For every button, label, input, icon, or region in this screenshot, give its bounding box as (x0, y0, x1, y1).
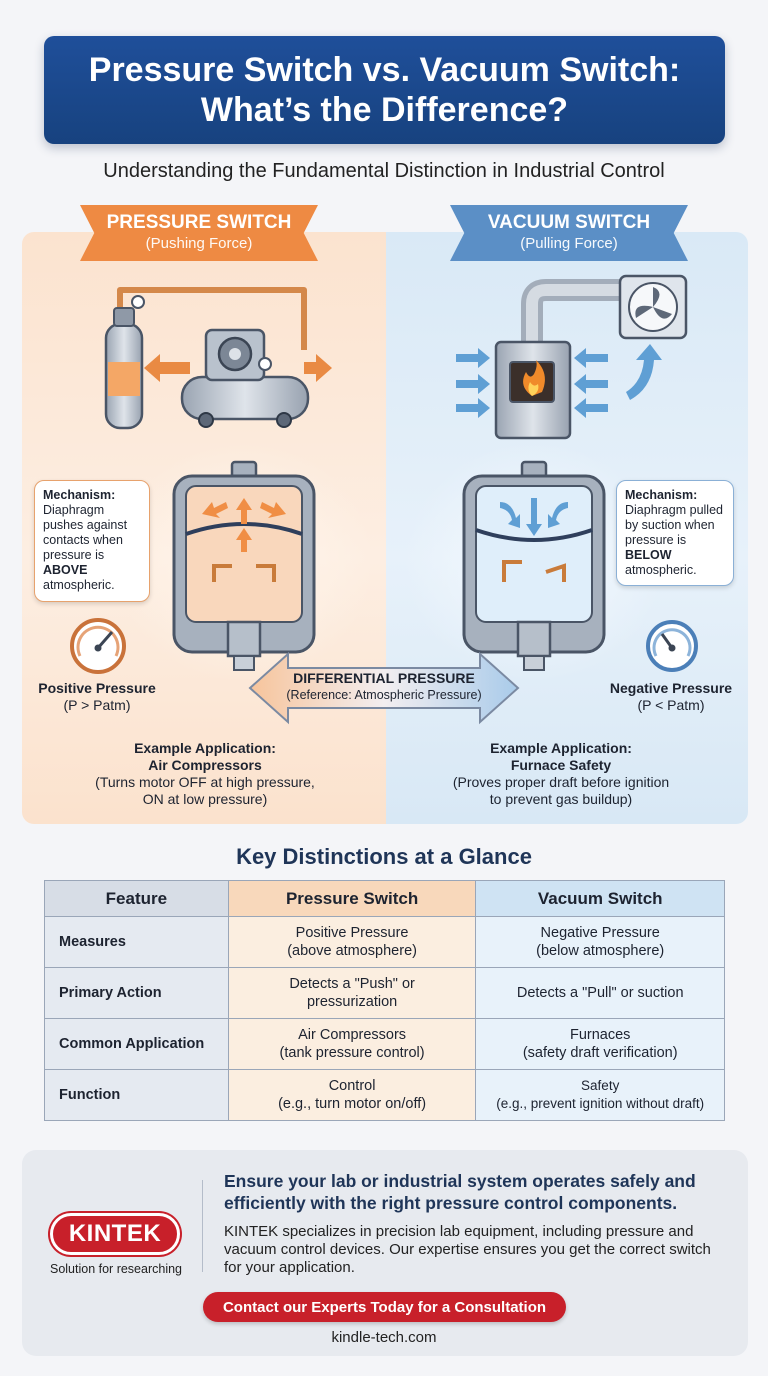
vacuum-force: (Pulling Force) (520, 235, 618, 252)
table-row: Primary Action Detects a "Push" or pressu… (44, 967, 725, 1019)
vacuum-diaphragm-switch-icon (462, 460, 606, 671)
row-vacuum-cell: Negative Pressure (below atmosphere) (475, 916, 725, 968)
subtitle: Understanding the Fundamental Distinctio… (103, 160, 665, 182)
vacuum-application: Example Application: Furnace Safety (Pro… (414, 740, 708, 808)
cell-line: (e.g., prevent ignition without draft) (496, 1096, 705, 1111)
vacuum-title: VACUUM SWITCH (487, 212, 651, 233)
vacuum-mechanism-tail: atmospheric. (625, 563, 697, 577)
row-feature: Primary Action (44, 967, 229, 1019)
comparison-table: Feature Pressure Switch Vacuum Switch Me… (44, 880, 725, 1121)
vacuum-mechanism-text: Diaphragm pulled by suction when pressur… (625, 503, 723, 547)
cell-line: Detects a "Pull" or suction (516, 985, 684, 1001)
furnace-icon (494, 340, 572, 440)
pressure-application: Example Application: Air Compressors (Tu… (60, 740, 350, 808)
positive-pressure-formula: (P > Patm) (63, 697, 131, 713)
pressure-gauge-icon (70, 618, 126, 674)
pressure-mechanism-text: Diaphragm pushes against contacts when p… (43, 503, 128, 562)
title-line-2: What’s the Difference? (200, 91, 569, 129)
pressure-mechanism-heading: Mechanism: (43, 488, 116, 502)
row-feature: Function (44, 1069, 229, 1121)
air-compressor-icon (180, 328, 310, 428)
differential-pressure-reference: (Reference: Atmospheric Pressure) (286, 688, 482, 702)
cell-line: Control (328, 1078, 376, 1094)
exhaust-duct (521, 279, 620, 352)
vacuum-gauge-icon (646, 620, 698, 672)
row-vacuum-cell: Safety (e.g., prevent ignition without dr… (475, 1069, 725, 1121)
pressure-ribbon: PRESSURE SWITCH (Pushing Force) (80, 205, 318, 261)
negative-pressure-formula: (P < Patm) (637, 697, 705, 713)
cell-line: (e.g., turn motor on/off) (278, 1096, 427, 1112)
pressure-mechanism-callout: Mechanism: Diaphragm pushes against cont… (34, 480, 150, 602)
vacuum-app-desc-1: (Proves proper draft before ignition (452, 774, 670, 790)
footer-headline: Ensure your lab or industrial system ope… (224, 1171, 696, 1213)
pressure-title: PRESSURE SWITCH (106, 212, 292, 233)
vacuum-ribbon: VACUUM SWITCH (Pulling Force) (450, 205, 688, 261)
header-feature: Feature (44, 880, 229, 917)
pressure-app-desc-1: (Turns motor OFF at high pressure, (95, 774, 315, 790)
push-arrows (144, 354, 332, 382)
cell-line: (safety draft verification) (522, 1045, 678, 1061)
cell-line: (below atmosphere) (536, 943, 665, 959)
double-arrow-icon (248, 651, 520, 725)
vacuum-app-heading: Example Application: (490, 740, 632, 756)
vacuum-app-desc-2: to prevent gas buildup) (489, 791, 633, 807)
header-pressure-switch: Pressure Switch (227, 880, 477, 917)
vacuum-mechanism-heading: Mechanism: (625, 488, 698, 502)
illustration-layer (70, 274, 698, 682)
row-vacuum-cell: Detects a "Pull" or suction (475, 967, 725, 1019)
cell-line: Positive Pressure (295, 925, 409, 941)
header-vacuum-switch: Vacuum Switch (475, 880, 725, 917)
negative-pressure-label: Negative Pressure (609, 680, 733, 696)
differential-pressure-arrow: DIFFERENTIAL PRESSURE (Reference: Atmosp… (248, 648, 520, 728)
website-link[interactable]: kindle-tech.com (331, 1329, 437, 1346)
vacuum-app-name: Furnace Safety (510, 757, 612, 773)
cell-line: pressurization (306, 994, 398, 1010)
gas-cylinder-icon (104, 295, 145, 430)
table-title: Key Distinctions at a Glance (236, 844, 532, 869)
table-row: Function Control (e.g., turn motor on/off… (44, 1069, 725, 1121)
contact-experts-button[interactable]: Contact our Experts Today for a Consulta… (203, 1292, 566, 1322)
vacuum-mechanism-callout: Mechanism: Diaphragm pulled by suction w… (616, 480, 734, 586)
logo-tagline: Solution for researching (49, 1262, 183, 1276)
pressure-diaphragm-switch-icon (172, 460, 316, 671)
cell-line: Detects a "Push" or (289, 976, 415, 992)
row-pressure-cell: Control (e.g., turn motor on/off) (227, 1069, 477, 1121)
footer-divider (202, 1180, 203, 1272)
cell-line: (above atmosphere) (287, 943, 417, 959)
pressure-app-desc-2: ON at low pressure) (142, 791, 268, 807)
positive-pressure-label: Positive Pressure (38, 680, 156, 696)
cell-line: Negative Pressure (540, 925, 660, 941)
pressure-mechanism-emphasis: ABOVE (43, 563, 88, 577)
table-row: Common Application Air Compressors (tank … (44, 1018, 725, 1070)
pressure-force: (Pushing Force) (145, 235, 253, 252)
footer-body: KINTEK specializes in precision lab equi… (224, 1223, 711, 1276)
cell-line: Furnaces (569, 1027, 631, 1043)
row-pressure-cell: Detects a "Push" or pressurization (227, 967, 477, 1019)
pressure-app-heading: Example Application: (134, 740, 276, 756)
pressure-app-name: Air Compressors (148, 757, 262, 773)
suction-arrows (456, 344, 662, 418)
row-pressure-cell: Positive Pressure (above atmosphere) (227, 916, 477, 968)
title-line-1: Pressure Switch vs. Vacuum Switch: (88, 51, 681, 89)
row-feature: Common Application (44, 1018, 229, 1070)
row-vacuum-cell: Furnaces (safety draft verification) (475, 1018, 725, 1070)
table-header-row: Feature Pressure Switch Vacuum Switch (44, 880, 725, 917)
title-banner: Pressure Switch vs. Vacuum Switch: What’… (44, 36, 725, 144)
kintek-logo: KINTEK (50, 1213, 180, 1255)
compressor-piping (117, 287, 307, 350)
cell-line: Safety (581, 1078, 620, 1093)
cell-line: Air Compressors (298, 1027, 407, 1043)
differential-pressure-label: DIFFERENTIAL PRESSURE (293, 670, 475, 686)
vacuum-mechanism-emphasis: BELOW (625, 548, 672, 562)
row-pressure-cell: Air Compressors (tank pressure control) (227, 1018, 477, 1070)
exhaust-fan-icon (618, 274, 688, 340)
row-feature: Measures (44, 916, 229, 968)
table-row: Measures Positive Pressure (above atmosph… (44, 916, 725, 968)
pressure-mechanism-tail: atmospheric. (43, 578, 115, 592)
cell-line: (tank pressure control) (279, 1045, 425, 1061)
